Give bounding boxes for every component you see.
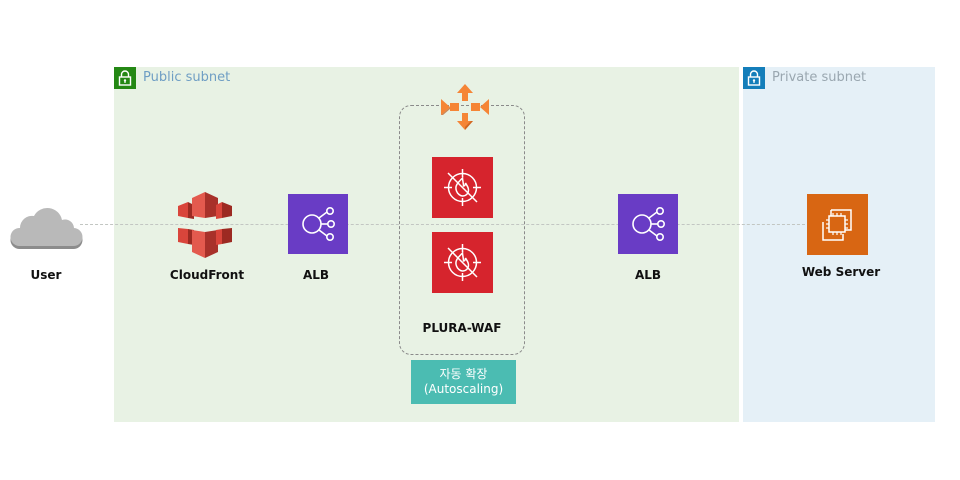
webserver-label: Web Server <box>801 265 881 279</box>
waf-node-1[interactable] <box>432 157 493 218</box>
alb-label-1: ALB <box>302 268 330 282</box>
cloud-icon <box>10 207 83 250</box>
lock-icon <box>743 67 765 89</box>
lock-icon <box>114 67 136 89</box>
waf-label: PLURA-WAF <box>422 321 502 335</box>
connection-line <box>80 224 810 225</box>
firewall-icon <box>444 244 481 281</box>
alb-node-1[interactable] <box>288 194 348 254</box>
private-subnet-label: Private subnet <box>772 70 867 85</box>
load-balancer-icon <box>632 207 665 241</box>
webserver-node[interactable] <box>807 194 868 255</box>
autoscaling-tag: 자동 확장 (Autoscaling) <box>411 360 516 404</box>
user-label: User <box>30 268 62 282</box>
load-balancer-icon <box>302 207 335 241</box>
firewall-icon <box>444 169 481 206</box>
autoscaling-label-korean: 자동 확장 <box>439 367 488 381</box>
autoscaling-label-english: (Autoscaling) <box>423 382 504 396</box>
ec2-instance-icon <box>822 209 852 241</box>
public-subnet-label: Public subnet <box>143 70 231 85</box>
alb-label-2: ALB <box>634 268 662 282</box>
autoscaling-group-box <box>399 105 525 355</box>
cloudfront-node[interactable] <box>176 192 234 262</box>
user-node <box>9 202 83 254</box>
autoscaling-node <box>441 84 489 134</box>
autoscaling-arrows-icon <box>441 84 489 130</box>
cloudfront-icon <box>178 192 232 258</box>
alb-node-2[interactable] <box>618 194 678 254</box>
waf-node-2[interactable] <box>432 232 493 293</box>
cloudfront-label: CloudFront <box>169 268 245 282</box>
